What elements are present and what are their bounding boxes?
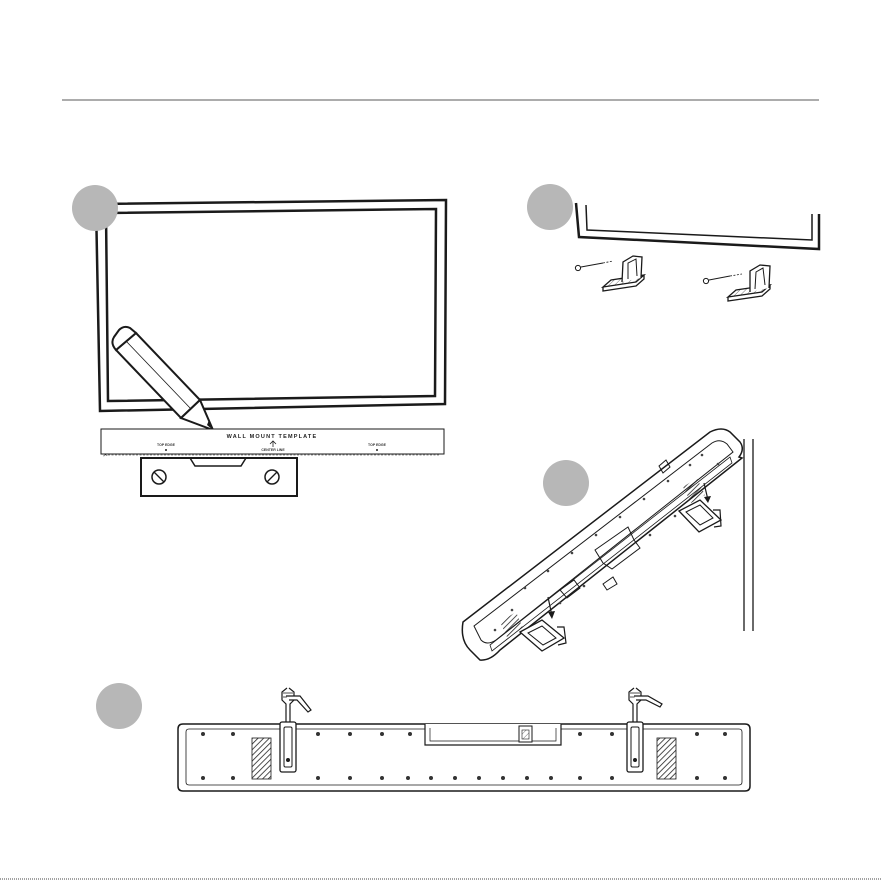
screw-icon xyxy=(703,274,742,284)
step-2-badge xyxy=(527,184,573,230)
template-right-mark: TOP EDGE xyxy=(368,443,387,447)
bracket-icon xyxy=(728,265,770,301)
soundbar-rear xyxy=(178,722,750,791)
tv-bottom-edge xyxy=(576,203,819,249)
step-3-panel xyxy=(462,429,753,660)
wall-mount-template-strip: WALL MOUNT TEMPLATE TOP EDGE CENTER LINE… xyxy=(101,429,444,459)
step-3-badge xyxy=(543,460,589,506)
template-center-mark: CENTER LINE xyxy=(261,448,285,452)
step-2-panel xyxy=(527,184,819,301)
svg-text:✂: ✂ xyxy=(103,452,108,459)
spirit-level-icon xyxy=(141,458,297,496)
step-1-panel: WALL MOUNT TEMPLATE TOP EDGE CENTER LINE… xyxy=(72,185,446,496)
bracket-icon xyxy=(603,256,644,291)
template-left-mark: TOP EDGE xyxy=(157,443,176,447)
screw-icon xyxy=(575,261,613,271)
template-title: WALL MOUNT TEMPLATE xyxy=(227,434,318,440)
step-1-badge xyxy=(72,185,118,231)
soundbar-angled xyxy=(462,429,742,660)
hex-key-icon xyxy=(629,688,662,722)
step-4-panel xyxy=(96,683,750,791)
pencil-icon xyxy=(112,327,213,430)
step-4-badge xyxy=(96,683,142,729)
hex-key-icon xyxy=(282,688,311,722)
